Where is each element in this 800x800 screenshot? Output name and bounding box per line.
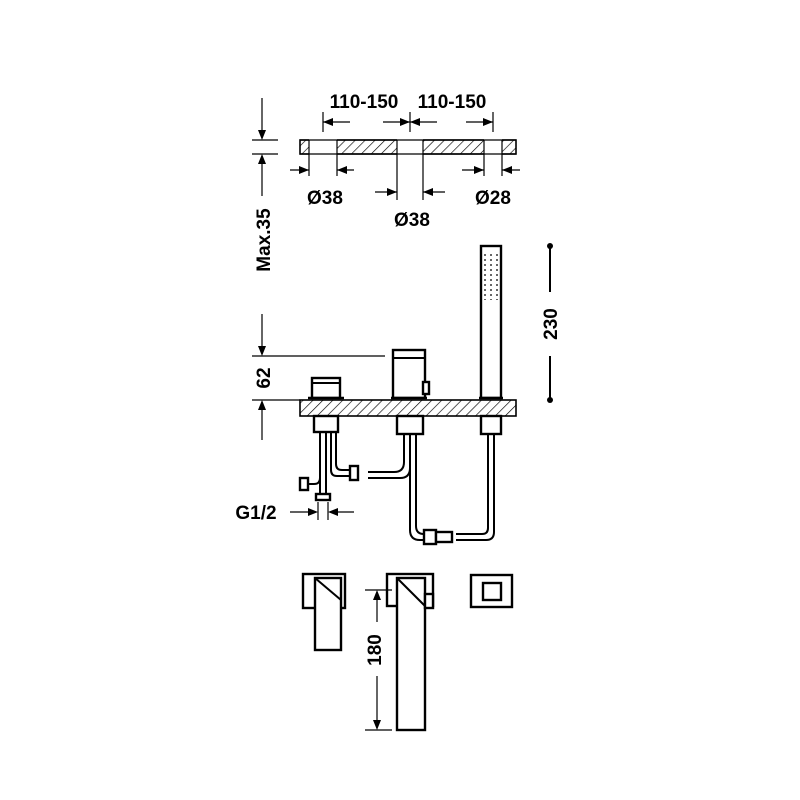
hole-left — [309, 139, 337, 155]
mixer-height-dimension — [252, 314, 385, 440]
spout-length-dimension — [365, 589, 392, 731]
supply-hoses — [306, 432, 495, 541]
hand-shower — [479, 244, 503, 400]
spout-top-view — [385, 572, 435, 732]
hole-left-diameter-label: Ø38 — [307, 188, 343, 209]
top-view: 180 — [301, 572, 514, 732]
spout-mixer — [391, 348, 431, 400]
hole-right — [484, 139, 502, 155]
under-deck-connectors — [312, 414, 503, 436]
hole-middle-diameter-label: Ø38 — [394, 210, 430, 231]
connection-thread-label: G1/2 — [235, 503, 276, 524]
deck-section — [299, 399, 517, 417]
diverter-knob — [308, 376, 344, 400]
handshower-holder-top-view — [469, 573, 514, 609]
connection-thread-dimension — [290, 502, 354, 520]
hole-right-diameter-label: Ø28 — [475, 188, 511, 209]
hose-fittings — [298, 464, 454, 546]
hole-middle — [397, 139, 423, 155]
handshower-height-label: 230 — [541, 308, 562, 340]
diverter-top-view — [301, 572, 347, 652]
deck-thickness-dimension — [252, 98, 278, 196]
deck-hole-layout: 110-150 110-150 Ø38 Ø38 Ø28 — [252, 92, 520, 272]
mixer-height-label: 62 — [254, 367, 275, 388]
spacing-right-label: 110-150 — [418, 92, 487, 113]
side-elevation: 230 62 G1/2 — [235, 243, 562, 546]
spacing-left-label: 110-150 — [330, 92, 399, 113]
spout-length-label: 180 — [365, 634, 386, 666]
deck-thickness-label: Max.35 — [254, 208, 275, 272]
